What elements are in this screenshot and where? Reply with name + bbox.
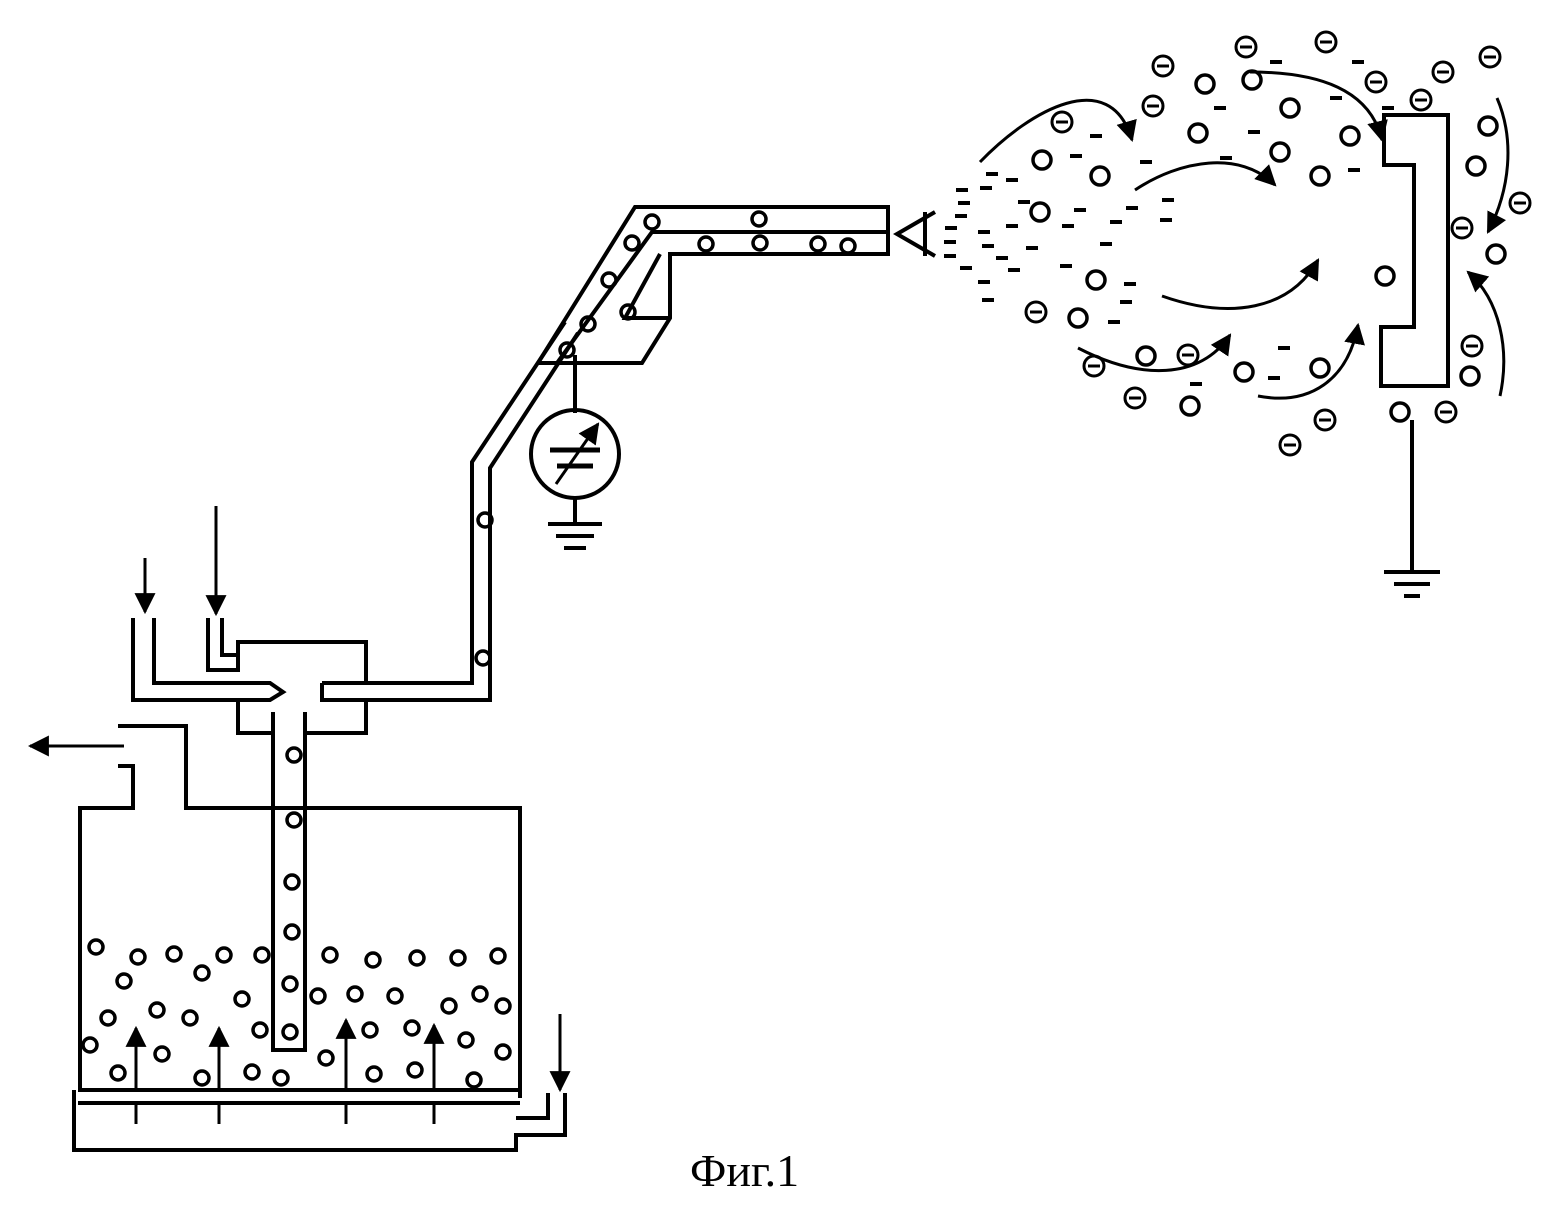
negative-charges xyxy=(944,62,1394,384)
powder-particles xyxy=(83,71,1505,1087)
venturi-ejector xyxy=(133,618,366,733)
grounded-workpiece xyxy=(1381,115,1448,596)
figure-caption: Фиг.1 xyxy=(690,1148,890,1194)
spray-gun-nozzle xyxy=(897,212,935,256)
fluidized-bed-vessel xyxy=(74,726,565,1150)
powder-transport-pipe xyxy=(366,207,888,700)
